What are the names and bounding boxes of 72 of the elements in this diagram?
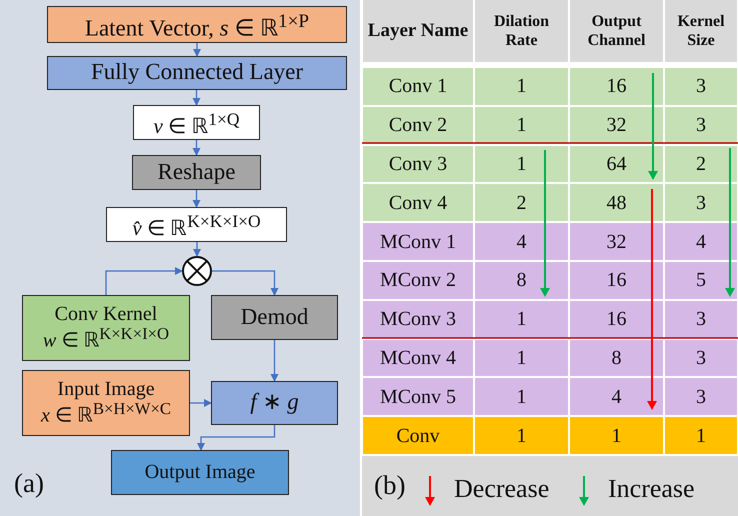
table-cell: 16 [570, 300, 663, 338]
formula-text: x ∈ ℝ$^{B×H×W×C}$ [40, 400, 172, 427]
layer-box: Fully Connected Layer [47, 56, 347, 90]
arrow [192, 140, 200, 156]
table-cell: Conv 4 [363, 184, 473, 222]
panel-label: (b) [374, 470, 406, 501]
table-cell: 3 [665, 184, 737, 222]
table-cell: 1 [665, 417, 737, 454]
table-cell: MConv 4 [363, 340, 473, 376]
legend-label: Decrease [454, 473, 550, 506]
table-cell: Conv 2 [363, 106, 473, 144]
input-box: Latent Vector, s ∈ ℝ$^{1×P}$ [47, 6, 347, 43]
table-cell: MConv 3 [363, 300, 473, 338]
table-cell: 3 [665, 300, 737, 338]
arrow [193, 242, 201, 257]
arrow [197, 425, 276, 451]
table-cell: 1 [475, 300, 568, 338]
arrow [105, 267, 183, 295]
table-cell: MConv 1 [363, 223, 473, 260]
table-cell: 1 [475, 106, 568, 144]
table-cell: 1 [475, 378, 568, 416]
table-cell: 32 [570, 106, 663, 144]
arrow [193, 43, 201, 57]
tensor-box: v̂ ∈ ℝ$^{K×K×I×O}$ [106, 207, 287, 242]
kernel-box [22, 295, 190, 361]
table-cell: Conv 3 [363, 146, 473, 182]
table-cell: 3 [665, 378, 737, 416]
vector-box: v ∈ ℝ$^{1×Q}$ [133, 105, 260, 140]
operation-box: f ∗ g [211, 381, 338, 425]
table-cell: 16 [570, 68, 663, 105]
table-cell: MConv 5 [363, 378, 473, 416]
table-cell: 5 [665, 262, 737, 299]
output-box: Output Image [111, 450, 289, 495]
header-cell: Kernel Size [665, 0, 737, 62]
legend-label: Increase [608, 473, 696, 506]
table-cell: 3 [665, 68, 737, 105]
table-cell: 3 [665, 106, 737, 144]
table-cell: 8 [475, 262, 568, 299]
process-box: Demod [211, 295, 338, 340]
formula-text: w ∈ ℝ$^{K×K×I×O}$ [42, 325, 170, 352]
table-cell: 4 [665, 223, 737, 260]
input-box [22, 370, 190, 436]
box-title: Conv Kernel [54, 304, 158, 326]
table-cell: 1 [475, 146, 568, 182]
table-cell: 3 [665, 340, 737, 376]
table-cell: 4 [475, 223, 568, 260]
table-cell: Conv 1 [363, 68, 473, 105]
table-cell: 2 [475, 184, 568, 222]
table-cell: 64 [570, 146, 663, 182]
table-cell: MConv 2 [363, 262, 473, 299]
table-cell: 1 [475, 340, 568, 376]
header-cell: Dilation Rate [475, 0, 568, 62]
table-cell: 16 [570, 262, 663, 299]
table-cell: 4 [570, 378, 663, 416]
header-cell: Output Channel [570, 0, 663, 62]
header-cell: Layer Name [363, 0, 473, 62]
table-cell: 32 [570, 223, 663, 260]
arrow [192, 190, 200, 208]
table-cell: 1 [475, 68, 568, 105]
table-cell: 8 [570, 340, 663, 376]
table-cell: 1 [475, 417, 568, 454]
table-cell: 2 [665, 146, 737, 182]
arrow [190, 399, 212, 407]
box-title: Input Image [57, 379, 155, 400]
arrow [192, 90, 200, 106]
table-cell: Conv [363, 417, 473, 454]
table-cell: 48 [570, 184, 663, 222]
arrow [212, 270, 278, 296]
table-cell: 1 [570, 417, 663, 454]
arrow [270, 340, 278, 382]
panel-label: (a) [14, 468, 44, 499]
process-box: Reshape [132, 155, 261, 190]
